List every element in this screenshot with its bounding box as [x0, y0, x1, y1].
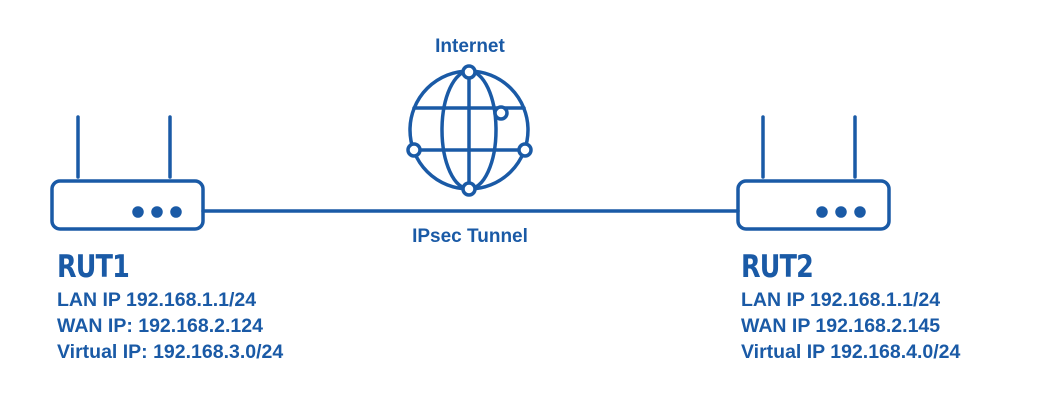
lan-ip-label: LAN IP 192.168.1.1/24 — [741, 289, 941, 311]
tunnel-label: IPsec Tunnel — [412, 226, 528, 247]
virtual-ip-label: Virtual IP: 192.168.3.0/24 — [57, 341, 284, 363]
globe-icon — [406, 64, 533, 197]
router-name: RUT1 — [57, 249, 130, 285]
virtual-ip-label: Virtual IP 192.168.4.0/24 — [741, 341, 961, 363]
router-name: RUT2 — [741, 249, 814, 285]
internet-label: Internet — [435, 36, 505, 57]
router-icon — [50, 115, 205, 231]
wan-ip-label: WAN IP 192.168.2.145 — [741, 315, 941, 337]
lan-ip-label: LAN IP 192.168.1.1/24 — [57, 289, 257, 311]
router-icon — [736, 115, 891, 231]
wan-ip-label: WAN IP: 192.168.2.124 — [57, 315, 263, 337]
